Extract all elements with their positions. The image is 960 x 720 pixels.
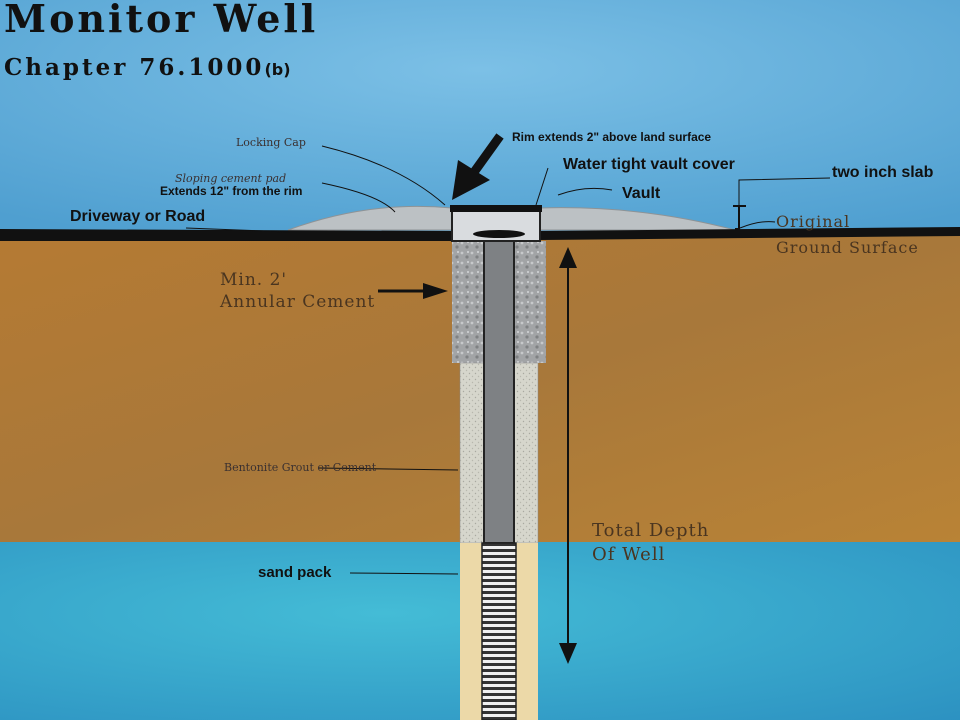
label-rim-extends: Rim extends 2" above land surface bbox=[512, 130, 712, 144]
label-original-ground-line2: Ground Surface bbox=[776, 238, 919, 257]
label-total-depth-line2: Of Well bbox=[592, 544, 666, 565]
well-casing bbox=[483, 240, 515, 544]
annular-cement-arrow bbox=[378, 283, 448, 299]
label-bentonite: Bentonite Grout or Cement bbox=[224, 461, 377, 474]
diagram-title: Monitor Well bbox=[4, 0, 319, 41]
locking-cap bbox=[473, 230, 525, 238]
label-total-depth-line1: Total Depth bbox=[592, 520, 710, 541]
label-vault-cover: Water tight vault cover bbox=[563, 156, 735, 173]
label-vault: Vault bbox=[622, 185, 661, 202]
label-sloping-pad-line1: Sloping cement pad bbox=[175, 172, 287, 185]
road-surface bbox=[0, 229, 452, 241]
label-annular-line2: Annular Cement bbox=[220, 292, 376, 312]
rim-arrow bbox=[452, 133, 504, 200]
leader-lines bbox=[185, 145, 831, 575]
annular-cement-left bbox=[452, 241, 484, 363]
bentonite-grout-left bbox=[459, 362, 485, 544]
diagram-subtitle: Chapter 76.1000(b) bbox=[4, 54, 291, 81]
label-sloping-pad-line2: Extends 12" from the rim bbox=[160, 184, 303, 198]
label-two-inch-slab: two inch slab bbox=[832, 164, 934, 181]
original-ground-line bbox=[540, 227, 960, 240]
label-driveway: Driveway or Road bbox=[70, 208, 206, 225]
subtitle-chapter: Chapter 76.1000 bbox=[4, 54, 265, 81]
total-depth-arrow bbox=[559, 247, 577, 664]
well-screen bbox=[481, 542, 517, 720]
bentonite-grout-right bbox=[513, 362, 539, 544]
vault-cover bbox=[450, 205, 542, 212]
annular-cement-right bbox=[514, 241, 546, 363]
subtitle-suffix: (b) bbox=[264, 60, 291, 79]
label-locking-cap: Locking Cap bbox=[236, 136, 306, 149]
label-annular-line1: Min. 2' bbox=[220, 270, 288, 290]
label-sand-pack: sand pack bbox=[258, 564, 332, 581]
label-original-ground-line1: Original bbox=[776, 212, 851, 231]
sky bbox=[0, 0, 960, 232]
